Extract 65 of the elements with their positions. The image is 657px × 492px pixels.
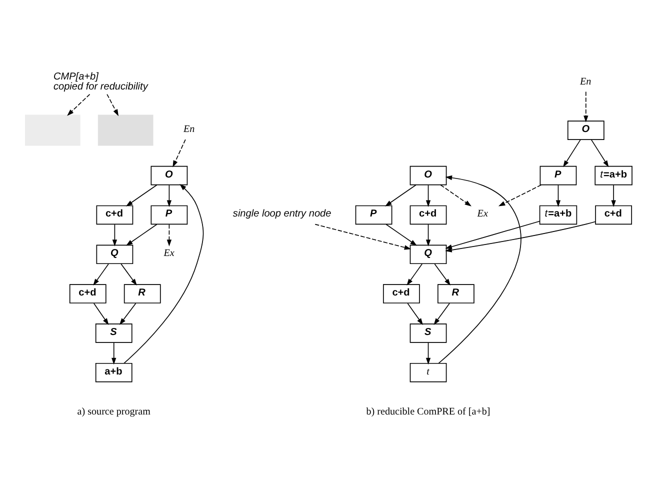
- node-box: c+d: [410, 205, 447, 225]
- arrow: [556, 184, 561, 207]
- arrow: [498, 184, 542, 206]
- node-box: O: [150, 166, 188, 186]
- arrow: [386, 224, 417, 246]
- node-box: t=a+b: [594, 166, 632, 186]
- node-text: En: [580, 76, 592, 88]
- arrow: [445, 221, 596, 252]
- arrow: [434, 302, 450, 325]
- arrow: [112, 224, 118, 246]
- node-box: t: [410, 362, 447, 382]
- node-text: single loop entry node: [232, 208, 332, 220]
- node-box: [98, 114, 154, 146]
- node-box: Q: [410, 244, 447, 264]
- arrow: [385, 184, 416, 206]
- arrow: [426, 184, 431, 207]
- node-box: O: [567, 120, 604, 140]
- node-box: a+b: [95, 362, 132, 382]
- arrow: [407, 302, 423, 325]
- arrow: [426, 224, 431, 246]
- node-box: S: [95, 324, 132, 343]
- arrow: [120, 264, 137, 286]
- node-box: Q: [96, 244, 134, 264]
- node-box: P: [540, 166, 577, 186]
- node-box: c+d: [96, 205, 134, 225]
- arrow: [438, 175, 522, 364]
- arrow: [172, 139, 186, 168]
- arrow: [126, 224, 158, 246]
- arrow: [126, 184, 158, 206]
- arrow: [106, 94, 119, 116]
- arrow: [93, 264, 109, 286]
- node-box: P: [355, 205, 392, 225]
- arrow: [434, 264, 450, 286]
- node-box: t=a+b: [539, 205, 578, 225]
- arrow: [590, 139, 609, 168]
- arrow: [166, 184, 172, 207]
- node-box: P: [150, 205, 188, 225]
- arrow: [93, 302, 109, 325]
- node-box: R: [124, 284, 161, 304]
- node-text: En: [183, 124, 195, 136]
- arrow: [119, 302, 136, 325]
- node-box: R: [438, 284, 474, 304]
- node-box: c+d: [595, 205, 632, 225]
- arrow: [440, 184, 472, 206]
- node-text: Ex: [477, 208, 488, 220]
- label: a) source program: [77, 406, 150, 418]
- arrow: [314, 224, 412, 250]
- arrow: [67, 94, 90, 116]
- arrow: [611, 184, 616, 207]
- node-box: c+d: [383, 284, 420, 304]
- arrow: [112, 342, 116, 365]
- arrow: [445, 220, 540, 249]
- node-box: S: [410, 324, 447, 343]
- node-box: O: [410, 166, 447, 186]
- arrow: [426, 342, 431, 365]
- node-text: CMP[a+b] copied for reducibility: [53, 72, 148, 93]
- arrow: [166, 224, 172, 246]
- arrow: [563, 139, 581, 168]
- node-box: c+d: [69, 284, 106, 304]
- node-text: Ex: [164, 248, 174, 260]
- arrow: [124, 184, 204, 364]
- label: b) reducible ComPRE of [a+b]: [366, 406, 490, 418]
- node-box: [25, 114, 80, 146]
- arrow: [406, 264, 422, 286]
- arrow: [584, 91, 588, 122]
